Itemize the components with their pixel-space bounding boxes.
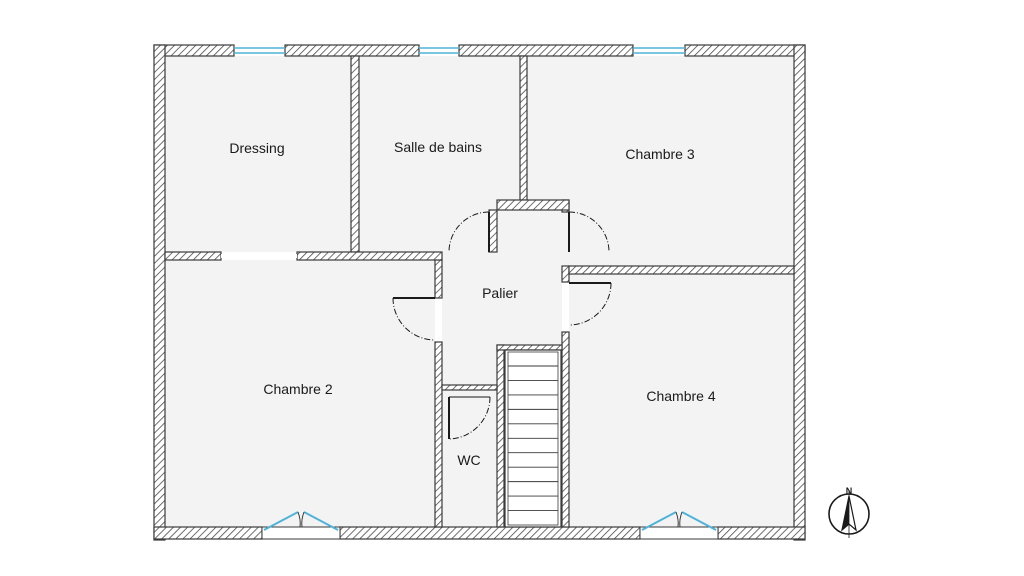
- french-window-chambre2: [261, 511, 341, 540]
- compass-icon: N: [828, 486, 870, 538]
- wall-dressing-bath: [350, 55, 360, 253]
- windows: [234, 47, 685, 54]
- wall-chambre2-right-top: [434, 259, 443, 299]
- doors: [392, 211, 612, 440]
- label-chambre-4: Chambre 4: [646, 388, 715, 404]
- label-dressing: Dressing: [229, 140, 284, 156]
- label-chambre-2: Chambre 2: [263, 381, 332, 397]
- floor-chambre-3: [527, 56, 794, 266]
- wall-bath-chambre3: [519, 55, 528, 201]
- wall-chambre2-right-bottom: [434, 341, 443, 528]
- floor-wc: [442, 390, 497, 527]
- staircase: [504, 349, 562, 528]
- door-wc: [448, 396, 491, 440]
- door-chambre-2: [392, 297, 436, 341]
- stair-steps: [508, 365, 558, 511]
- floor-chambre-2: [165, 260, 435, 527]
- floor-chambre-4: [569, 274, 794, 527]
- wall-chambre3-bottom: [568, 265, 795, 275]
- door-chambre-3: [568, 211, 610, 253]
- wall-dressing-bottom-right: [296, 251, 443, 261]
- window-bath: [419, 47, 459, 54]
- label-wc: WC: [457, 452, 480, 468]
- room-labels: Dressing Salle de bains Chambre 3 Palier…: [229, 139, 715, 468]
- compass-north-label: N: [846, 486, 853, 496]
- wall-palier-top: [496, 199, 570, 211]
- door-salle-de-bains: [448, 211, 490, 253]
- label-salle-de-bains: Salle de bains: [394, 139, 482, 155]
- wall-ext-right: [793, 44, 806, 541]
- wall-palier-left-top: [488, 209, 498, 253]
- wall-ext-top-1: [153, 44, 235, 57]
- wall-ext-bottom-2: [339, 526, 641, 540]
- wall-ext-bottom-1: [153, 526, 263, 540]
- floor-dressing: [165, 56, 351, 252]
- wall-ext-bottom-3: [717, 526, 806, 540]
- french-window-chambre4: [639, 511, 719, 540]
- window-chambre3: [633, 47, 685, 54]
- wall-chambre4-left: [561, 331, 570, 528]
- wall-wc-right: [496, 344, 505, 528]
- wall-wc-top: [441, 384, 498, 391]
- wall-dressing-bottom-left: [164, 251, 222, 261]
- wall-palier-right-mid: [561, 265, 570, 283]
- wall-stair-top: [496, 344, 563, 351]
- wall-ext-top-3: [458, 44, 634, 57]
- wall-ext-top-2: [284, 44, 420, 57]
- wall-ext-top-4: [684, 44, 806, 57]
- label-palier: Palier: [482, 285, 518, 301]
- label-chambre-3: Chambre 3: [625, 146, 694, 162]
- window-dressing: [234, 47, 285, 54]
- door-chambre-4: [568, 282, 612, 326]
- wall-ext-left: [153, 44, 166, 541]
